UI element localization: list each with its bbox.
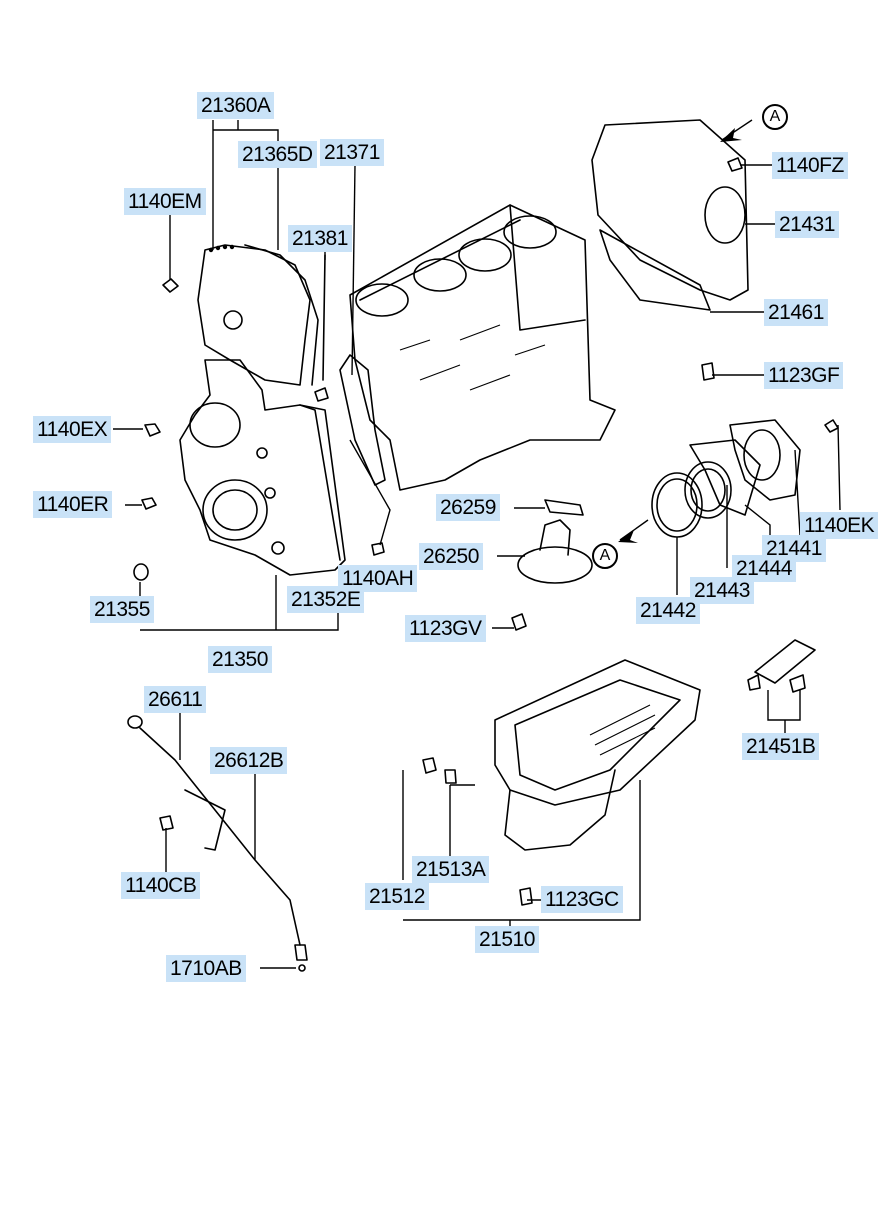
label-21442: 21442: [636, 597, 700, 624]
callout-a-bottom: A: [592, 543, 618, 569]
leader-lines: [113, 119, 841, 969]
label-21350: 21350: [208, 646, 272, 673]
label-1140CB: 1140CB: [121, 872, 201, 899]
engine-block: [349, 204, 616, 491]
dipstick: [127, 715, 308, 972]
label-21381: 21381: [288, 225, 352, 252]
rear-plate: [591, 119, 749, 311]
label-21512: 21512: [365, 883, 429, 910]
label-21431: 21431: [775, 211, 839, 238]
oil-strainer: [517, 499, 593, 584]
sealant-tube: [747, 639, 816, 693]
label-21352E: 21352E: [287, 586, 365, 613]
label-1710AB: 1710AB: [166, 955, 246, 982]
timing-belt-lower-cover: [179, 359, 346, 576]
label-21371: 21371: [320, 139, 384, 166]
timing-cover-gasket: [322, 164, 386, 486]
label-1123GC: 1123GC: [541, 886, 623, 913]
label-21513A: 21513A: [412, 856, 490, 883]
bolts: [133, 157, 839, 906]
label-26250: 26250: [419, 543, 483, 570]
label-21355: 21355: [90, 596, 154, 623]
label-26259: 26259: [436, 494, 500, 521]
label-1123GV: 1123GV: [405, 615, 486, 642]
label-1123GF: 1123GF: [764, 362, 844, 389]
label-1140EM: 1140EM: [124, 188, 206, 215]
label-21510: 21510: [475, 926, 539, 953]
label-21365D: 21365D: [238, 141, 317, 168]
label-26611: 26611: [144, 686, 207, 713]
rear-oil-seal-assembly: [651, 419, 801, 538]
callout-a-top: A: [762, 104, 788, 130]
label-26612B: 26612B: [210, 747, 288, 774]
label-21451B: 21451B: [742, 733, 820, 760]
oil-pan: [494, 659, 701, 851]
label-1140EK: 1140EK: [800, 512, 879, 539]
label-21443: 21443: [690, 577, 754, 604]
timing-belt-upper-cover: [197, 244, 319, 386]
label-1140EX: 1140EX: [33, 416, 112, 443]
label-21360A: 21360A: [197, 92, 275, 119]
label-1140FZ: 1140FZ: [772, 152, 848, 179]
label-21461: 21461: [764, 299, 828, 326]
label-1140ER: 1140ER: [33, 491, 113, 518]
